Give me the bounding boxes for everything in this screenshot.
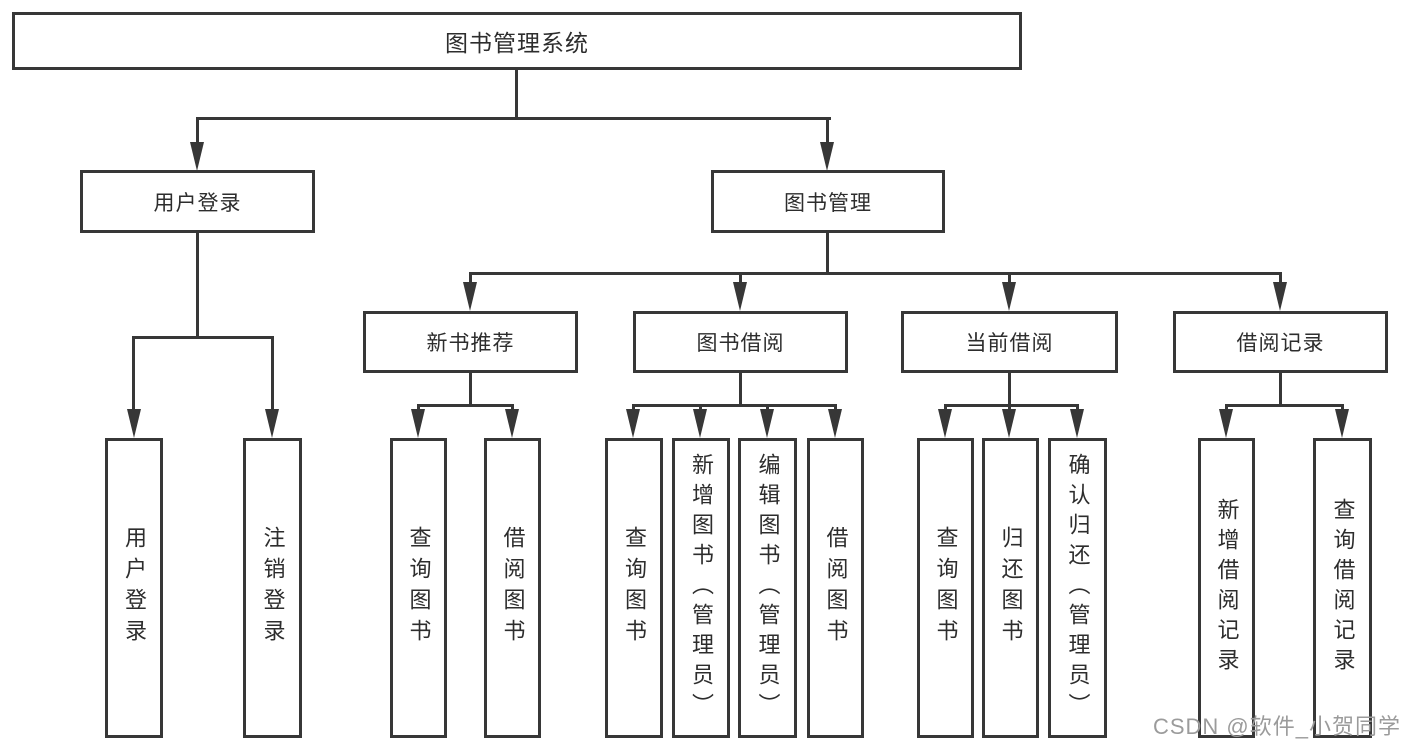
connector-borrow-stem [739,373,742,407]
leaf-logout: 注销登录 [243,438,302,738]
arrowhead-add-book-admin [693,409,707,438]
arrowhead-query-borrow-record [1335,409,1349,438]
leaf-add-book-admin: 新增图书（管理员） [672,438,730,738]
connector-shaft [271,336,274,412]
arrowhead-borrow-book-recommend [505,409,519,438]
leaf-user-login: 用户登录 [105,438,163,738]
arrowhead-borrow-records [1273,282,1287,311]
arrowhead-edit-book-admin [760,409,774,438]
connector-shaft [1008,272,1011,286]
leaf-borrow-book-recommend: 借阅图书 [484,438,541,738]
node-book-management: 图书管理 [711,170,945,233]
connector-shaft [469,272,472,286]
arrowhead-user-login [190,142,204,171]
arrowhead-current-borrow [1002,282,1016,311]
arrowhead-book-borrow [733,282,747,311]
connector-level3-rail [469,272,1282,275]
arrowhead-query-book-borrow [626,409,640,438]
leaf-confirm-return-admin: 确认归还（管理员） [1048,438,1107,738]
arrowhead-confirm-return-admin [1070,409,1084,438]
connector-shaft [739,272,742,286]
leaf-query-book-borrow: 查询图书 [605,438,663,738]
leaf-query-borrow-record: 查询借阅记录 [1313,438,1372,738]
arrowhead-leaf-user-login [127,409,141,438]
arrowhead-book-management [820,142,834,171]
arrowhead-new-book-recommend [463,282,477,311]
connector-recommend-rail [417,404,514,407]
node-current-borrow: 当前借阅 [901,311,1118,373]
leaf-query-book-current: 查询图书 [917,438,974,738]
node-new-book-recommend: 新书推荐 [363,311,578,373]
leaf-query-book-recommend: 查询图书 [390,438,447,738]
connector-user-login-rail [132,336,274,339]
arrowhead-leaf-logout [265,409,279,438]
arrowhead-return-book [1002,409,1016,438]
connector-current-stem [1008,373,1011,407]
connector-records-stem [1279,373,1282,407]
connector-user-login-stem [196,233,199,339]
connector-recommend-stem [469,373,472,407]
connector-level2-rail [197,117,831,120]
leaf-add-borrow-record: 新增借阅记录 [1198,438,1255,738]
arrowhead-query-book-recommend [411,409,425,438]
node-book-borrow: 图书借阅 [633,311,848,373]
connector-current-rail [944,404,1079,407]
leaf-edit-book-admin: 编辑图书（管理员） [738,438,797,738]
connector-root-stem [515,70,518,118]
connector-shaft [132,336,135,412]
leaf-return-book: 归还图书 [982,438,1039,738]
node-root: 图书管理系统 [12,12,1022,70]
csdn-watermark: CSDN @软件_小贺同学 [1152,714,1401,739]
node-user-login: 用户登录 [80,170,315,233]
connector-book-management-stem [826,233,829,275]
arrowhead-query-book-current [938,409,952,438]
connector-records-rail [1225,404,1344,407]
connector-shaft [826,117,829,147]
leaf-borrow-book: 借阅图书 [807,438,864,738]
connector-shaft [196,117,199,147]
arrowhead-add-borrow-record [1219,409,1233,438]
connector-shaft [1279,272,1282,286]
node-borrow-records: 借阅记录 [1173,311,1388,373]
connector-borrow-rail [632,404,836,407]
arrowhead-borrow-book [828,409,842,438]
